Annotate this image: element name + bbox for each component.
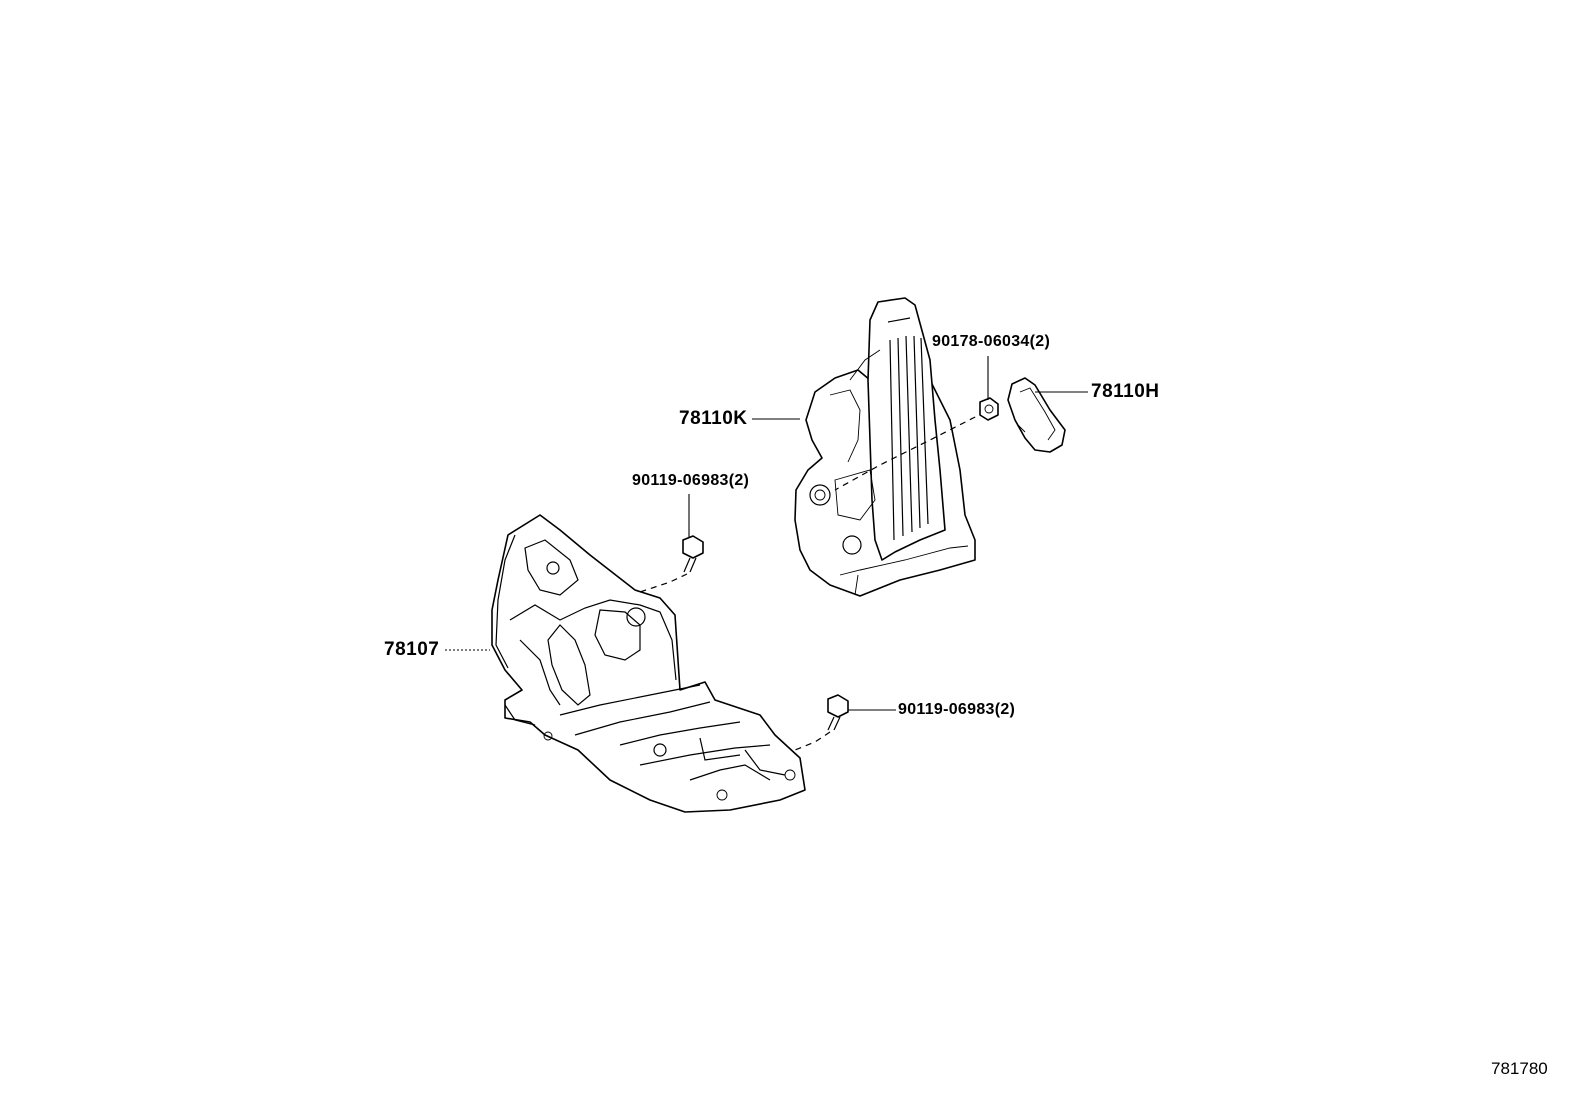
accelerator-pedal-assembly bbox=[794, 297, 986, 597]
callout-78110K: 78110K bbox=[679, 408, 748, 429]
callout-90119-06983-upper: 90119-06983(2) bbox=[632, 472, 750, 489]
pedal-bracket bbox=[491, 514, 806, 813]
callout-90178-06034: 90178-06034(2) bbox=[932, 333, 1051, 350]
figure-number: 781780 bbox=[1491, 1059, 1548, 1078]
callout-90119-06983-lower: 90119-06983(2) bbox=[898, 701, 1016, 718]
pedal-pad-cover bbox=[1007, 377, 1066, 453]
callout-78110H: 78110H bbox=[1091, 381, 1160, 402]
leader-lines bbox=[445, 356, 1088, 711]
nut-part bbox=[979, 397, 999, 421]
callout-78107: 78107 bbox=[384, 639, 440, 660]
bolt-upper bbox=[564, 535, 704, 629]
